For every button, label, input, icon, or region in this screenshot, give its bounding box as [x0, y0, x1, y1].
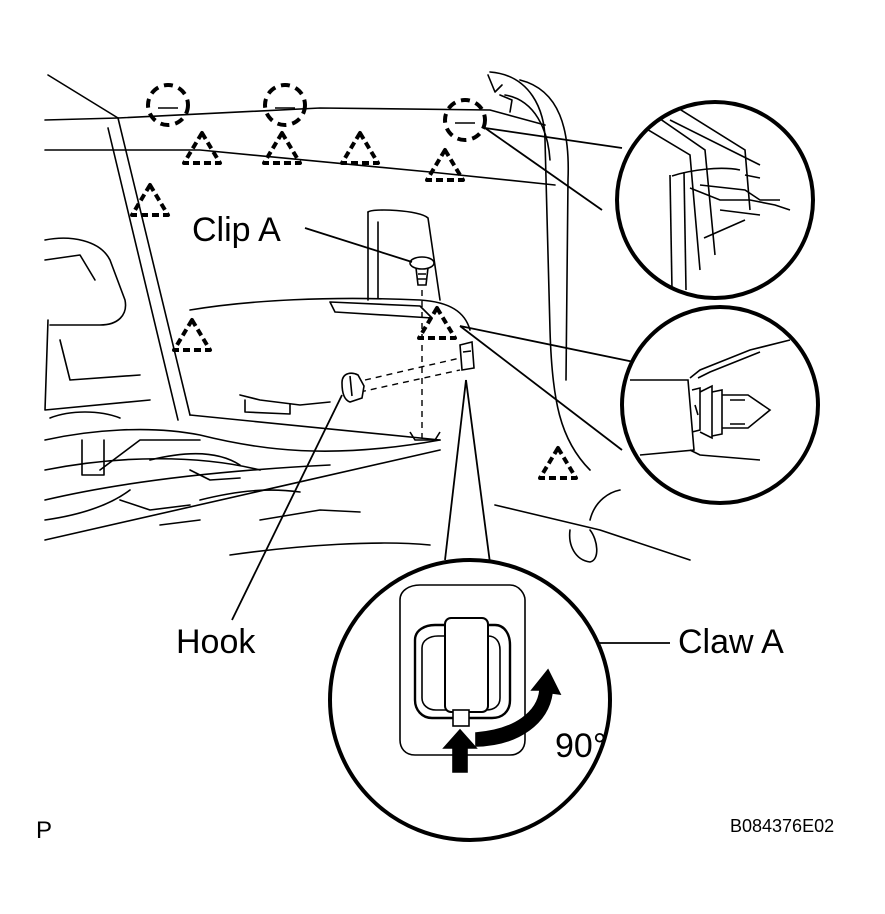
- claw-marker-2: [262, 131, 302, 165]
- detail-view-claw-a: [328, 558, 612, 842]
- detail-view-clip-top: [615, 100, 815, 300]
- rotation-angle-label: 90°: [555, 727, 606, 765]
- clip-marker-3: [443, 98, 487, 142]
- clip-a-leader: [304, 227, 413, 263]
- claw-marker-1: [182, 131, 222, 165]
- vehicle-interior-sketch: [44, 71, 691, 563]
- claw-location-markers: [130, 131, 578, 480]
- clip-marker-2: [263, 83, 307, 127]
- clip-a-label: Clip A: [192, 211, 281, 249]
- leader-lines: [231, 127, 670, 644]
- claw-marker-6: [172, 318, 212, 352]
- install-paths: [359, 290, 461, 438]
- clip-marker-centers: [158, 107, 475, 124]
- view-letter: P: [36, 817, 52, 844]
- lower-attach-point: [409, 431, 441, 441]
- claw-a-tab: [444, 617, 489, 713]
- claw-marker-5: [130, 183, 170, 217]
- hook-leader: [231, 394, 343, 621]
- clip-marker-1: [146, 83, 190, 127]
- clip-location-markers: [146, 83, 487, 142]
- claw-marker-8: [538, 446, 578, 480]
- claw-marker-4: [425, 148, 465, 182]
- push-arrow: [442, 728, 478, 773]
- clip-a-part: [409, 256, 435, 286]
- hook-label: Hook: [176, 623, 256, 661]
- claw-part: [459, 340, 475, 371]
- figure-code: B084376E02: [730, 816, 834, 836]
- claw-a-label: Claw A: [678, 623, 784, 661]
- claw-marker-7: [417, 306, 457, 340]
- detail-view-clip-mid: [620, 305, 820, 505]
- hook-part: [341, 372, 365, 403]
- claw-marker-3: [340, 131, 380, 165]
- rotate-arrow: [475, 668, 562, 747]
